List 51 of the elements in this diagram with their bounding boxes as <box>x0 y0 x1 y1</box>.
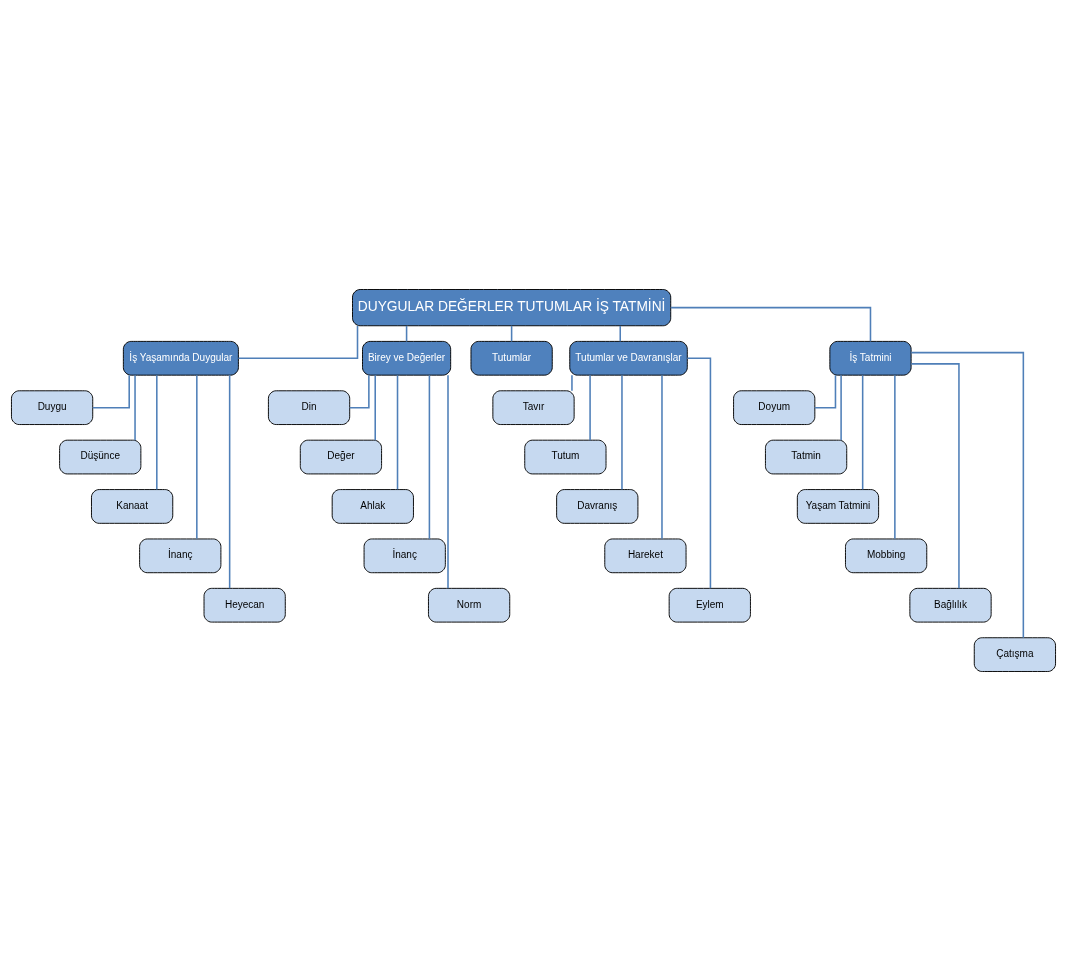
connector <box>447 373 449 589</box>
node-box: Duygu <box>11 389 94 425</box>
connector <box>686 357 712 589</box>
connector <box>589 373 591 441</box>
connector <box>428 374 431 540</box>
node-box: Tutumlar ve Davranışlar <box>569 340 688 376</box>
connector <box>910 351 1025 638</box>
connector <box>134 373 136 441</box>
node-box: Tutum <box>524 439 607 474</box>
node-box: Mobbing <box>845 538 928 573</box>
node-box: DUYGULAR DEĞERLER TUTUMLAR İŞ TATMİNİ <box>352 288 672 326</box>
connector <box>894 374 896 540</box>
node-box: İnanç <box>139 538 222 573</box>
node-box: Tavır <box>492 389 575 425</box>
connector <box>814 374 837 408</box>
node-box: Değer <box>299 439 383 474</box>
connector <box>621 374 623 490</box>
connector <box>196 374 198 540</box>
node-box: Yaşam Tatmini <box>796 488 880 524</box>
node-box: Heyecan <box>203 587 286 623</box>
connector <box>661 374 663 540</box>
node-box: Hareket <box>604 538 687 573</box>
node-box: İş Yaşamında Duygular <box>122 340 239 376</box>
node-box: Doyum <box>733 389 816 425</box>
node-box: Eylem <box>668 587 751 623</box>
node-box: İnanç <box>363 538 446 573</box>
node-box: Ahlak <box>331 488 414 524</box>
connector <box>156 374 158 490</box>
connector <box>374 373 376 441</box>
connector <box>619 324 622 342</box>
node-box: Düşünce <box>59 439 142 474</box>
connector <box>861 374 864 490</box>
node-box: İş Tatmini <box>829 340 912 376</box>
connector <box>237 324 359 359</box>
node-box: Tatmin <box>765 439 848 474</box>
node-box: Çatışma <box>973 636 1056 672</box>
connector <box>840 373 842 441</box>
connector <box>910 362 960 589</box>
connector <box>228 373 231 589</box>
node-box: Birey ve Değerler <box>362 340 452 376</box>
node-box: Norm <box>428 587 511 623</box>
node-box: Tutumlar <box>470 340 553 376</box>
node-box: Din <box>267 389 351 425</box>
node-box: Bağlılık <box>909 587 992 623</box>
connector <box>396 374 399 490</box>
connector <box>349 374 370 408</box>
connector <box>670 306 872 342</box>
node-box: Kanaat <box>91 488 174 524</box>
connector <box>92 374 130 408</box>
node-box: Davranış <box>556 488 639 524</box>
connector <box>571 374 573 391</box>
